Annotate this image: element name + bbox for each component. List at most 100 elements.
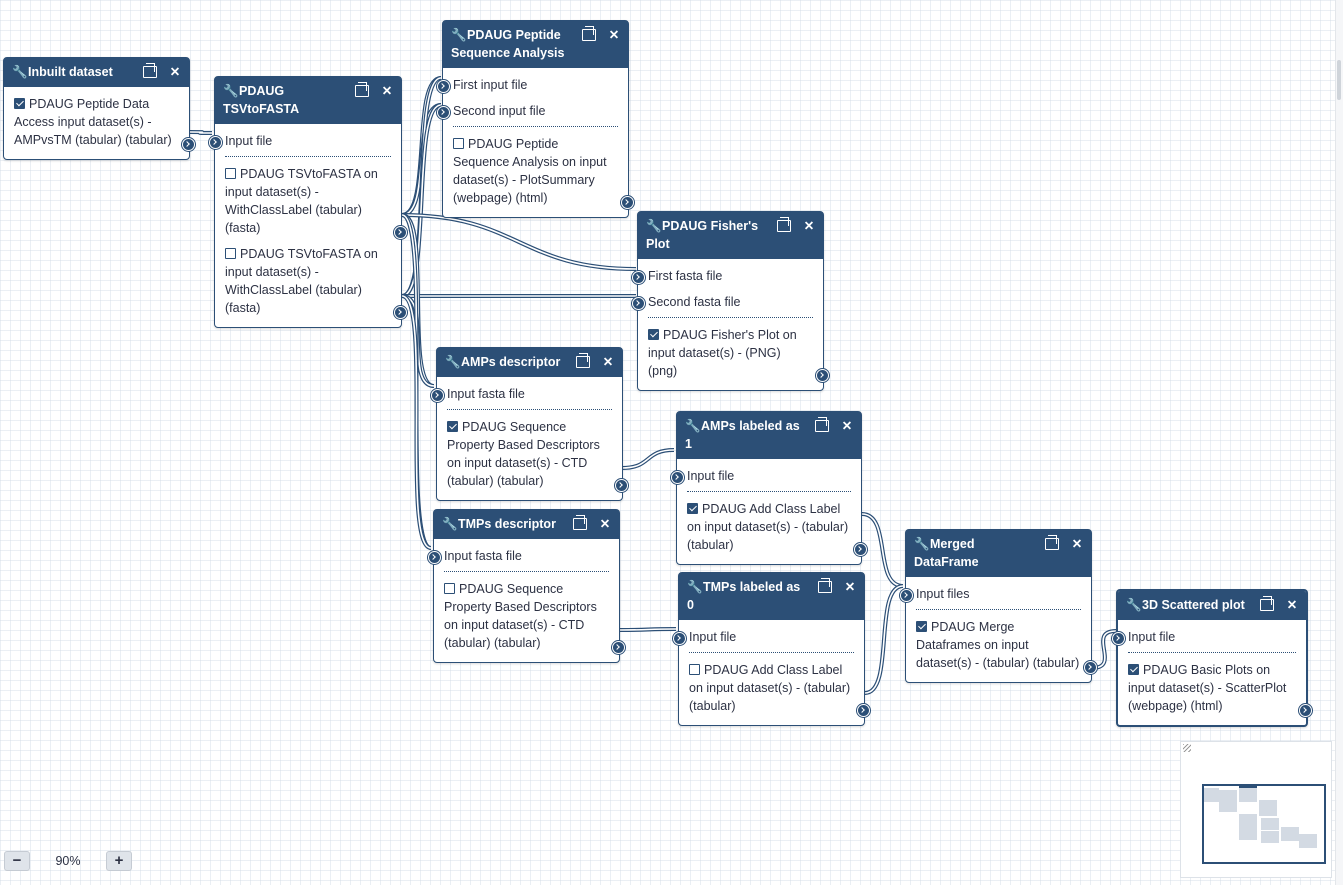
output-checkbox[interactable] — [687, 503, 698, 514]
input-terminal[interactable] — [632, 297, 645, 310]
input-terminal[interactable] — [437, 106, 450, 119]
node-input[interactable]: First input file — [437, 72, 618, 98]
output-terminal[interactable] — [394, 226, 407, 239]
output-checkbox[interactable] — [225, 168, 236, 179]
copy-icon[interactable] — [1045, 535, 1059, 553]
node-fishers-plot[interactable]: 🔧PDAUG Fisher's Plot ✕ First fasta file … — [632, 211, 829, 391]
output-checkbox[interactable] — [225, 248, 236, 259]
minimap[interactable] — [1180, 741, 1332, 878]
output-terminal[interactable] — [394, 306, 407, 319]
node-inbuilt-dataset[interactable]: 🔧Inbuilt dataset ✕ PDAUG Peptide Data Ac… — [3, 57, 195, 160]
node-input[interactable]: Second input file — [437, 98, 618, 124]
node-tmps-descriptor[interactable]: 🔧TMPs descriptor ✕ Input fasta file PDAU… — [428, 509, 625, 663]
node-header[interactable]: 🔧TMPs descriptor ✕ — [434, 510, 619, 539]
output-checkbox[interactable] — [689, 664, 700, 675]
node-header[interactable]: 🔧3D Scattered plot ✕ — [1118, 591, 1306, 620]
close-icon[interactable]: ✕ — [608, 28, 620, 42]
close-icon[interactable]: ✕ — [602, 355, 614, 369]
node-tsvtofasta[interactable]: 🔧PDAUG TSVtoFASTA ✕ Input file PDAUG TSV… — [209, 76, 407, 328]
copy-icon[interactable] — [1260, 596, 1274, 614]
node-header[interactable]: 🔧TMPs labeled as 0 ✕ — [679, 573, 864, 620]
node-output[interactable]: PDAUG Fisher's Plot on input dataset(s) … — [648, 322, 829, 384]
input-terminal[interactable] — [209, 136, 222, 149]
output-terminal[interactable] — [615, 479, 628, 492]
copy-icon[interactable] — [355, 82, 369, 100]
node-input[interactable]: First fasta file — [632, 263, 813, 289]
node-output[interactable]: PDAUG Merge Dataframes on input dataset(… — [916, 614, 1097, 676]
output-checkbox[interactable] — [1128, 664, 1139, 675]
node-output[interactable]: PDAUG Sequence Property Based Descriptor… — [447, 414, 628, 494]
close-icon[interactable]: ✕ — [1071, 537, 1083, 551]
input-terminal[interactable] — [632, 271, 645, 284]
node-output[interactable]: PDAUG TSVtoFASTA on input dataset(s) - W… — [225, 241, 407, 321]
input-terminal[interactable] — [900, 589, 913, 602]
node-input[interactable]: Second fasta file — [632, 289, 813, 315]
node-output[interactable]: PDAUG TSVtoFASTA on input dataset(s) - W… — [225, 161, 407, 241]
output-terminal[interactable] — [1084, 661, 1097, 674]
output-terminal[interactable] — [621, 196, 634, 209]
close-icon[interactable]: ✕ — [381, 84, 393, 98]
node-output[interactable]: PDAUG Peptide Sequence Analysis on input… — [453, 131, 634, 211]
node-peptide-sequence-analysis[interactable]: 🔧PDAUG Peptide Sequence Analysis ✕ First… — [437, 20, 634, 218]
close-icon[interactable]: ✕ — [1286, 598, 1298, 612]
output-checkbox[interactable] — [447, 421, 458, 432]
output-checkbox[interactable] — [916, 621, 927, 632]
input-terminal[interactable] — [673, 632, 686, 645]
copy-icon[interactable] — [573, 515, 587, 533]
zoom-in-button[interactable]: + — [106, 851, 132, 871]
node-3d-scattered-plot[interactable]: 🔧3D Scattered plot ✕ Input file PDAUG Ba… — [1112, 589, 1312, 727]
output-terminal[interactable] — [854, 543, 867, 556]
output-checkbox[interactable] — [444, 583, 455, 594]
node-header[interactable]: 🔧PDAUG TSVtoFASTA ✕ — [215, 77, 401, 124]
input-terminal[interactable] — [431, 389, 444, 402]
node-input[interactable]: Input file — [1112, 624, 1296, 650]
node-input[interactable]: Input fasta file — [431, 381, 612, 407]
node-input[interactable]: Input files — [900, 581, 1081, 607]
vertical-scrollbar[interactable] — [1335, 0, 1343, 885]
copy-icon[interactable] — [815, 417, 829, 435]
node-input[interactable]: Input file — [673, 624, 854, 650]
node-header[interactable]: 🔧AMPs descriptor ✕ — [437, 348, 622, 377]
close-icon[interactable]: ✕ — [803, 219, 815, 233]
minimap-viewport[interactable] — [1202, 784, 1326, 864]
copy-icon[interactable] — [777, 217, 791, 235]
output-checkbox[interactable] — [14, 98, 25, 109]
copy-icon[interactable] — [582, 26, 596, 44]
node-tmps-labeled[interactable]: 🔧TMPs labeled as 0 ✕ Input file PDAUG Ad… — [673, 572, 870, 726]
output-terminal[interactable] — [816, 369, 829, 382]
node-input[interactable]: Input file — [209, 128, 391, 154]
node-output[interactable]: PDAUG Peptide Data Access input dataset(… — [14, 91, 195, 153]
output-checkbox[interactable] — [453, 138, 464, 149]
output-checkbox[interactable] — [648, 329, 659, 340]
node-header[interactable]: 🔧PDAUG Fisher's Plot ✕ — [638, 212, 823, 259]
minimap-resize-handle[interactable] — [1183, 744, 1191, 752]
close-icon[interactable]: ✕ — [844, 580, 856, 594]
copy-icon[interactable] — [818, 578, 832, 596]
output-terminal[interactable] — [1299, 704, 1312, 717]
copy-icon[interactable] — [143, 63, 157, 81]
node-output[interactable]: PDAUG Add Class Label on input dataset(s… — [687, 496, 867, 558]
node-header[interactable]: 🔧PDAUG Peptide Sequence Analysis ✕ — [443, 21, 628, 68]
close-icon[interactable]: ✕ — [599, 517, 611, 531]
close-icon[interactable]: ✕ — [169, 65, 181, 79]
input-terminal[interactable] — [1112, 632, 1125, 645]
output-terminal[interactable] — [857, 704, 870, 717]
copy-icon[interactable] — [576, 353, 590, 371]
input-terminal[interactable] — [671, 471, 684, 484]
node-amps-descriptor[interactable]: 🔧AMPs descriptor ✕ Input fasta file PDAU… — [431, 347, 628, 501]
node-output[interactable]: PDAUG Add Class Label on input dataset(s… — [689, 657, 870, 719]
node-merged-dataframe[interactable]: 🔧Merged DataFrame ✕ Input files PDAUG Me… — [900, 529, 1097, 683]
node-header[interactable]: 🔧Merged DataFrame ✕ — [906, 530, 1091, 577]
input-terminal[interactable] — [428, 551, 441, 564]
node-output[interactable]: PDAUG Sequence Property Based Descriptor… — [444, 576, 625, 656]
node-input[interactable]: Input file — [671, 463, 851, 489]
node-input[interactable]: Input fasta file — [428, 543, 609, 569]
node-header[interactable]: 🔧AMPs labeled as 1 ✕ — [677, 412, 861, 459]
node-amps-labeled[interactable]: 🔧AMPs labeled as 1 ✕ Input file PDAUG Ad… — [671, 411, 867, 565]
node-header[interactable]: 🔧Inbuilt dataset ✕ — [4, 58, 189, 87]
output-terminal[interactable] — [182, 138, 195, 151]
input-terminal[interactable] — [437, 80, 450, 93]
close-icon[interactable]: ✕ — [841, 419, 853, 433]
scrollbar-thumb[interactable] — [1337, 60, 1341, 100]
